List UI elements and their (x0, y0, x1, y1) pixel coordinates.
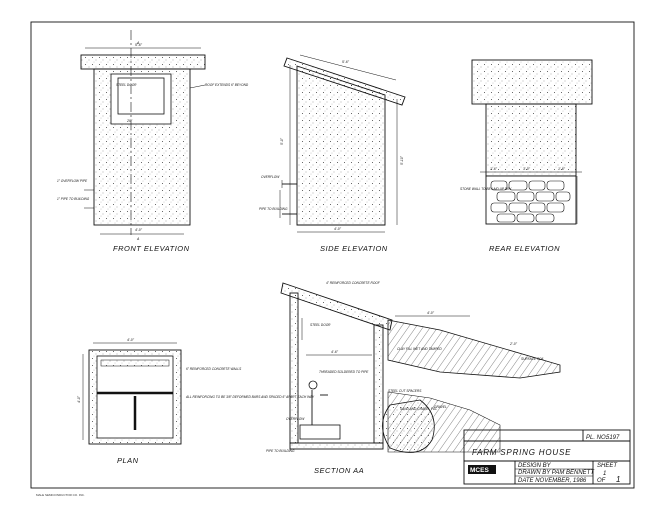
dim-sec-b: 4'-0" (427, 311, 435, 315)
rear-stone-wall (485, 175, 577, 225)
callout-steel-door-section: STEEL DOOR (310, 323, 331, 327)
dim-front-door-w: 20" (126, 119, 133, 123)
section-aa (280, 282, 561, 453)
callout-gravel: GRAVEL (434, 405, 447, 409)
sheet-border (30, 21, 635, 489)
section-mark-top: A (136, 41, 140, 45)
dim-side-bottom: 4'-0" (334, 227, 342, 231)
callout-pipe-building-side: PIPE TO BUILDING (259, 207, 288, 211)
dim-sec-a: 4'-6" (331, 350, 339, 354)
logo-box (468, 465, 496, 474)
callout-reinforced-roof: 4" REINFORCED CONCRETE ROOF (326, 281, 381, 285)
section-right-wall (373, 324, 384, 444)
hillside-soil (387, 319, 561, 379)
sheet-no: 1 (603, 471, 606, 477)
callout-overflow-side: OVERFLOW (261, 175, 280, 179)
dim-rear-c: 1'-6" (558, 167, 566, 171)
sheet-label: SHEET (597, 463, 618, 469)
callout-roof-extends: ROOF EXTENDS 6" BEYOND (205, 83, 249, 87)
drawing-title: FARM SPRING HOUSE (472, 448, 571, 457)
section-mark-bottom: A (136, 237, 140, 241)
callout-reinforced-walls: 6" REINFORCED CONCRETE WALLS (186, 367, 242, 371)
logo-text: MCES (470, 467, 489, 474)
title-block (463, 429, 631, 485)
title-rear-elevation: REAR ELEVATION (489, 244, 560, 253)
dim-plan-top: 4'-0" (127, 338, 135, 342)
callout-stone-wall: STONE WALL TO BE LAID UP DRY (460, 187, 512, 191)
plan-no: 5197 (606, 435, 620, 441)
plan-no-label: PL. NO. (586, 435, 607, 441)
side-wall (296, 65, 386, 226)
drawn-by: DRAWN BY PAM BENNETT (518, 470, 595, 476)
gravel-pit (382, 399, 435, 453)
callout-reinforcing-note: ALL REINFORCING TO BE 3/8" DEFORMED BARS… (185, 395, 315, 399)
date: DATE NOVEMBER, 1986 (518, 478, 587, 484)
design-by-label: DESIGN BY (518, 463, 552, 469)
stone-courses (490, 180, 571, 223)
title-front-elevation: FRONT ELEVATION (113, 244, 190, 253)
front-elevation (80, 30, 206, 235)
plan-view (82, 342, 182, 445)
steel-door (117, 77, 165, 115)
callout-pipe-to-building: 1" PIPE TO BUILDING (57, 197, 90, 201)
dim-side-left: 5'-0" (280, 137, 284, 145)
dim-front-top: 5'-6" (135, 43, 143, 47)
rear-elevation (471, 59, 593, 225)
footer-note: MALE SEMICONDUCTOR CO. INC. (36, 493, 85, 497)
side-elevation (279, 54, 406, 233)
rear-roof-slab (471, 59, 593, 105)
callout-overflow-pipe: 1" OVERFLOW PIPE (57, 179, 88, 183)
dim-rear-a: 1'-6" (490, 167, 498, 171)
callout-pipe-building-section: PIPE TO BUILDING (266, 449, 295, 453)
section-floor (289, 442, 384, 450)
front-roof-slab (80, 54, 206, 70)
callout-overflow-section: OVERFLOW (286, 417, 305, 421)
callout-steel-door: STEEL DOOR (116, 83, 137, 87)
callout-surface-soil: SURFACE SOIL (521, 357, 544, 361)
dim-sec-c: 2'-0" (509, 342, 518, 346)
section-trough (299, 424, 341, 440)
dim-rear-b: 3'-0" (523, 167, 531, 171)
title-section-aa: SECTION AA (314, 466, 364, 475)
section-roof (280, 282, 393, 331)
callout-clay-fill: CLAY FILL WET AND TAMPED (397, 347, 442, 351)
callout-threaded-solder: THREADED SOLDERED TO PIPE (319, 370, 369, 374)
dim-side-top: 5'-6" (342, 60, 350, 64)
callout-sand-gravel: SAND AND GRAVEL FILL (400, 407, 437, 411)
title-side-elevation: SIDE ELEVATION (320, 244, 388, 253)
title-plan: PLAN (117, 456, 139, 465)
dim-plan-side: 4'-0" (77, 395, 81, 403)
dim-front-bottom: 4'-0" (135, 228, 143, 232)
dim-side-right: 5'-10" (400, 155, 404, 165)
rear-wall (485, 103, 577, 177)
section-pipe (308, 380, 318, 390)
of-label: OF (597, 478, 606, 484)
sheet-total: 1 (616, 475, 621, 484)
callout-steel-cut-spacers: STEEL CUT SPACERS (388, 389, 422, 393)
